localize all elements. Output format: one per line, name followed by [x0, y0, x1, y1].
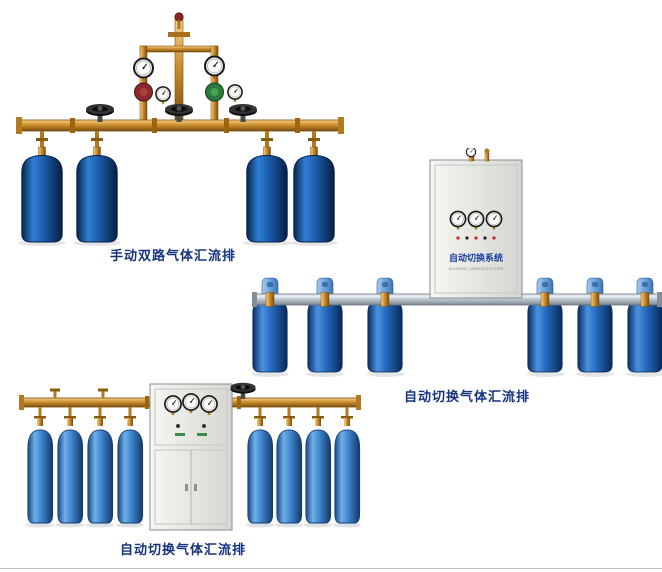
cylinder-drop	[64, 407, 76, 426]
cylinder-drop	[34, 407, 46, 426]
cylinder-drop	[91, 131, 103, 157]
pressure-gauge-icon	[204, 55, 225, 80]
cylinder-drop	[254, 407, 266, 426]
regulator-left	[133, 57, 171, 105]
cylinder-with-cap	[307, 277, 343, 373]
cylinder-drop	[36, 131, 48, 157]
cylinder-drop	[312, 407, 324, 426]
gas-cylinder	[57, 429, 84, 524]
control-cabinet: 自动切换系统 AUTOMATIC MANIFOLD SYSTEM	[429, 159, 523, 299]
auto-switch-wall-illustration: 自动切换系统 AUTOMATIC MANIFOLD SYSTEM	[252, 148, 662, 377]
cylinder-bank-right	[246, 407, 361, 528]
control-knob	[176, 424, 180, 428]
label-plate	[197, 433, 207, 436]
cylinder-drop	[341, 407, 353, 426]
cylinder-with-cap	[577, 277, 613, 373]
pressure-gauge-icon	[133, 57, 154, 82]
cylinder-with-cap	[627, 277, 662, 373]
valve-knob	[484, 148, 490, 154]
control-knob	[202, 424, 206, 428]
product-image-auto-switch-wall: 自动切换系统 AUTOMATIC MANIFOLD SYSTEM	[252, 148, 662, 380]
gas-cylinder	[21, 155, 63, 243]
gas-cylinder	[334, 429, 361, 524]
indicator-light	[456, 236, 460, 240]
page-bottom-divider	[0, 568, 662, 569]
cylinder-drop	[124, 407, 136, 426]
ground-shadows	[252, 371, 662, 377]
cylinder-with-cap	[252, 277, 288, 373]
gas-cylinder	[247, 429, 274, 524]
product-image-auto-switch-floor	[15, 378, 365, 538]
gas-cylinder	[305, 429, 332, 524]
valve-handwheel-icon	[229, 104, 257, 122]
product-caption: 自动切换气体汇流排	[404, 389, 531, 404]
auto-switch-floor-illustration	[19, 382, 361, 531]
door-handle	[194, 484, 197, 491]
pressure-gauge-icon	[155, 86, 171, 105]
gas-cylinder	[87, 429, 114, 524]
cabinet-top-piping	[465, 148, 490, 162]
cylinder-bank	[252, 277, 662, 373]
control-cabinet	[149, 383, 233, 531]
cabinet-label: 自动切换系统	[449, 252, 503, 263]
cylinder-with-cap	[367, 277, 403, 373]
regulator-right	[204, 55, 243, 103]
cylinder-bank-left	[26, 407, 144, 528]
top-valve-knob	[174, 12, 184, 22]
pressure-gauge-icon	[465, 148, 477, 159]
indicator-light	[474, 236, 478, 240]
product-caption: 自动切换气体汇流排	[120, 542, 247, 557]
pressure-gauge-icon	[227, 84, 243, 103]
gas-cylinder	[276, 429, 303, 524]
cylinder-bank	[18, 131, 338, 246]
product-image-manual-dual-manifold	[12, 8, 352, 248]
cylinder-drop	[94, 407, 106, 426]
cylinder-with-cap	[527, 277, 563, 373]
manual-dual-manifold-illustration	[16, 12, 344, 246]
indicator-light	[483, 236, 487, 240]
valve-handwheel-icon	[165, 104, 193, 122]
label-plate	[175, 433, 185, 436]
gas-cylinder	[27, 429, 54, 524]
gas-cylinder	[76, 155, 118, 243]
product-caption: 手动双路气体汇流排	[110, 248, 237, 263]
cabinet-sublabel: AUTOMATIC MANIFOLD SYSTEM	[449, 267, 504, 271]
cylinder-drop	[283, 407, 295, 426]
valve-handwheel-icon	[86, 104, 114, 122]
indicator-light	[465, 236, 469, 240]
door-handle	[185, 484, 188, 491]
indicator-light	[492, 236, 496, 240]
gas-cylinder	[117, 429, 144, 524]
valve-handwheel-icon	[230, 382, 256, 399]
